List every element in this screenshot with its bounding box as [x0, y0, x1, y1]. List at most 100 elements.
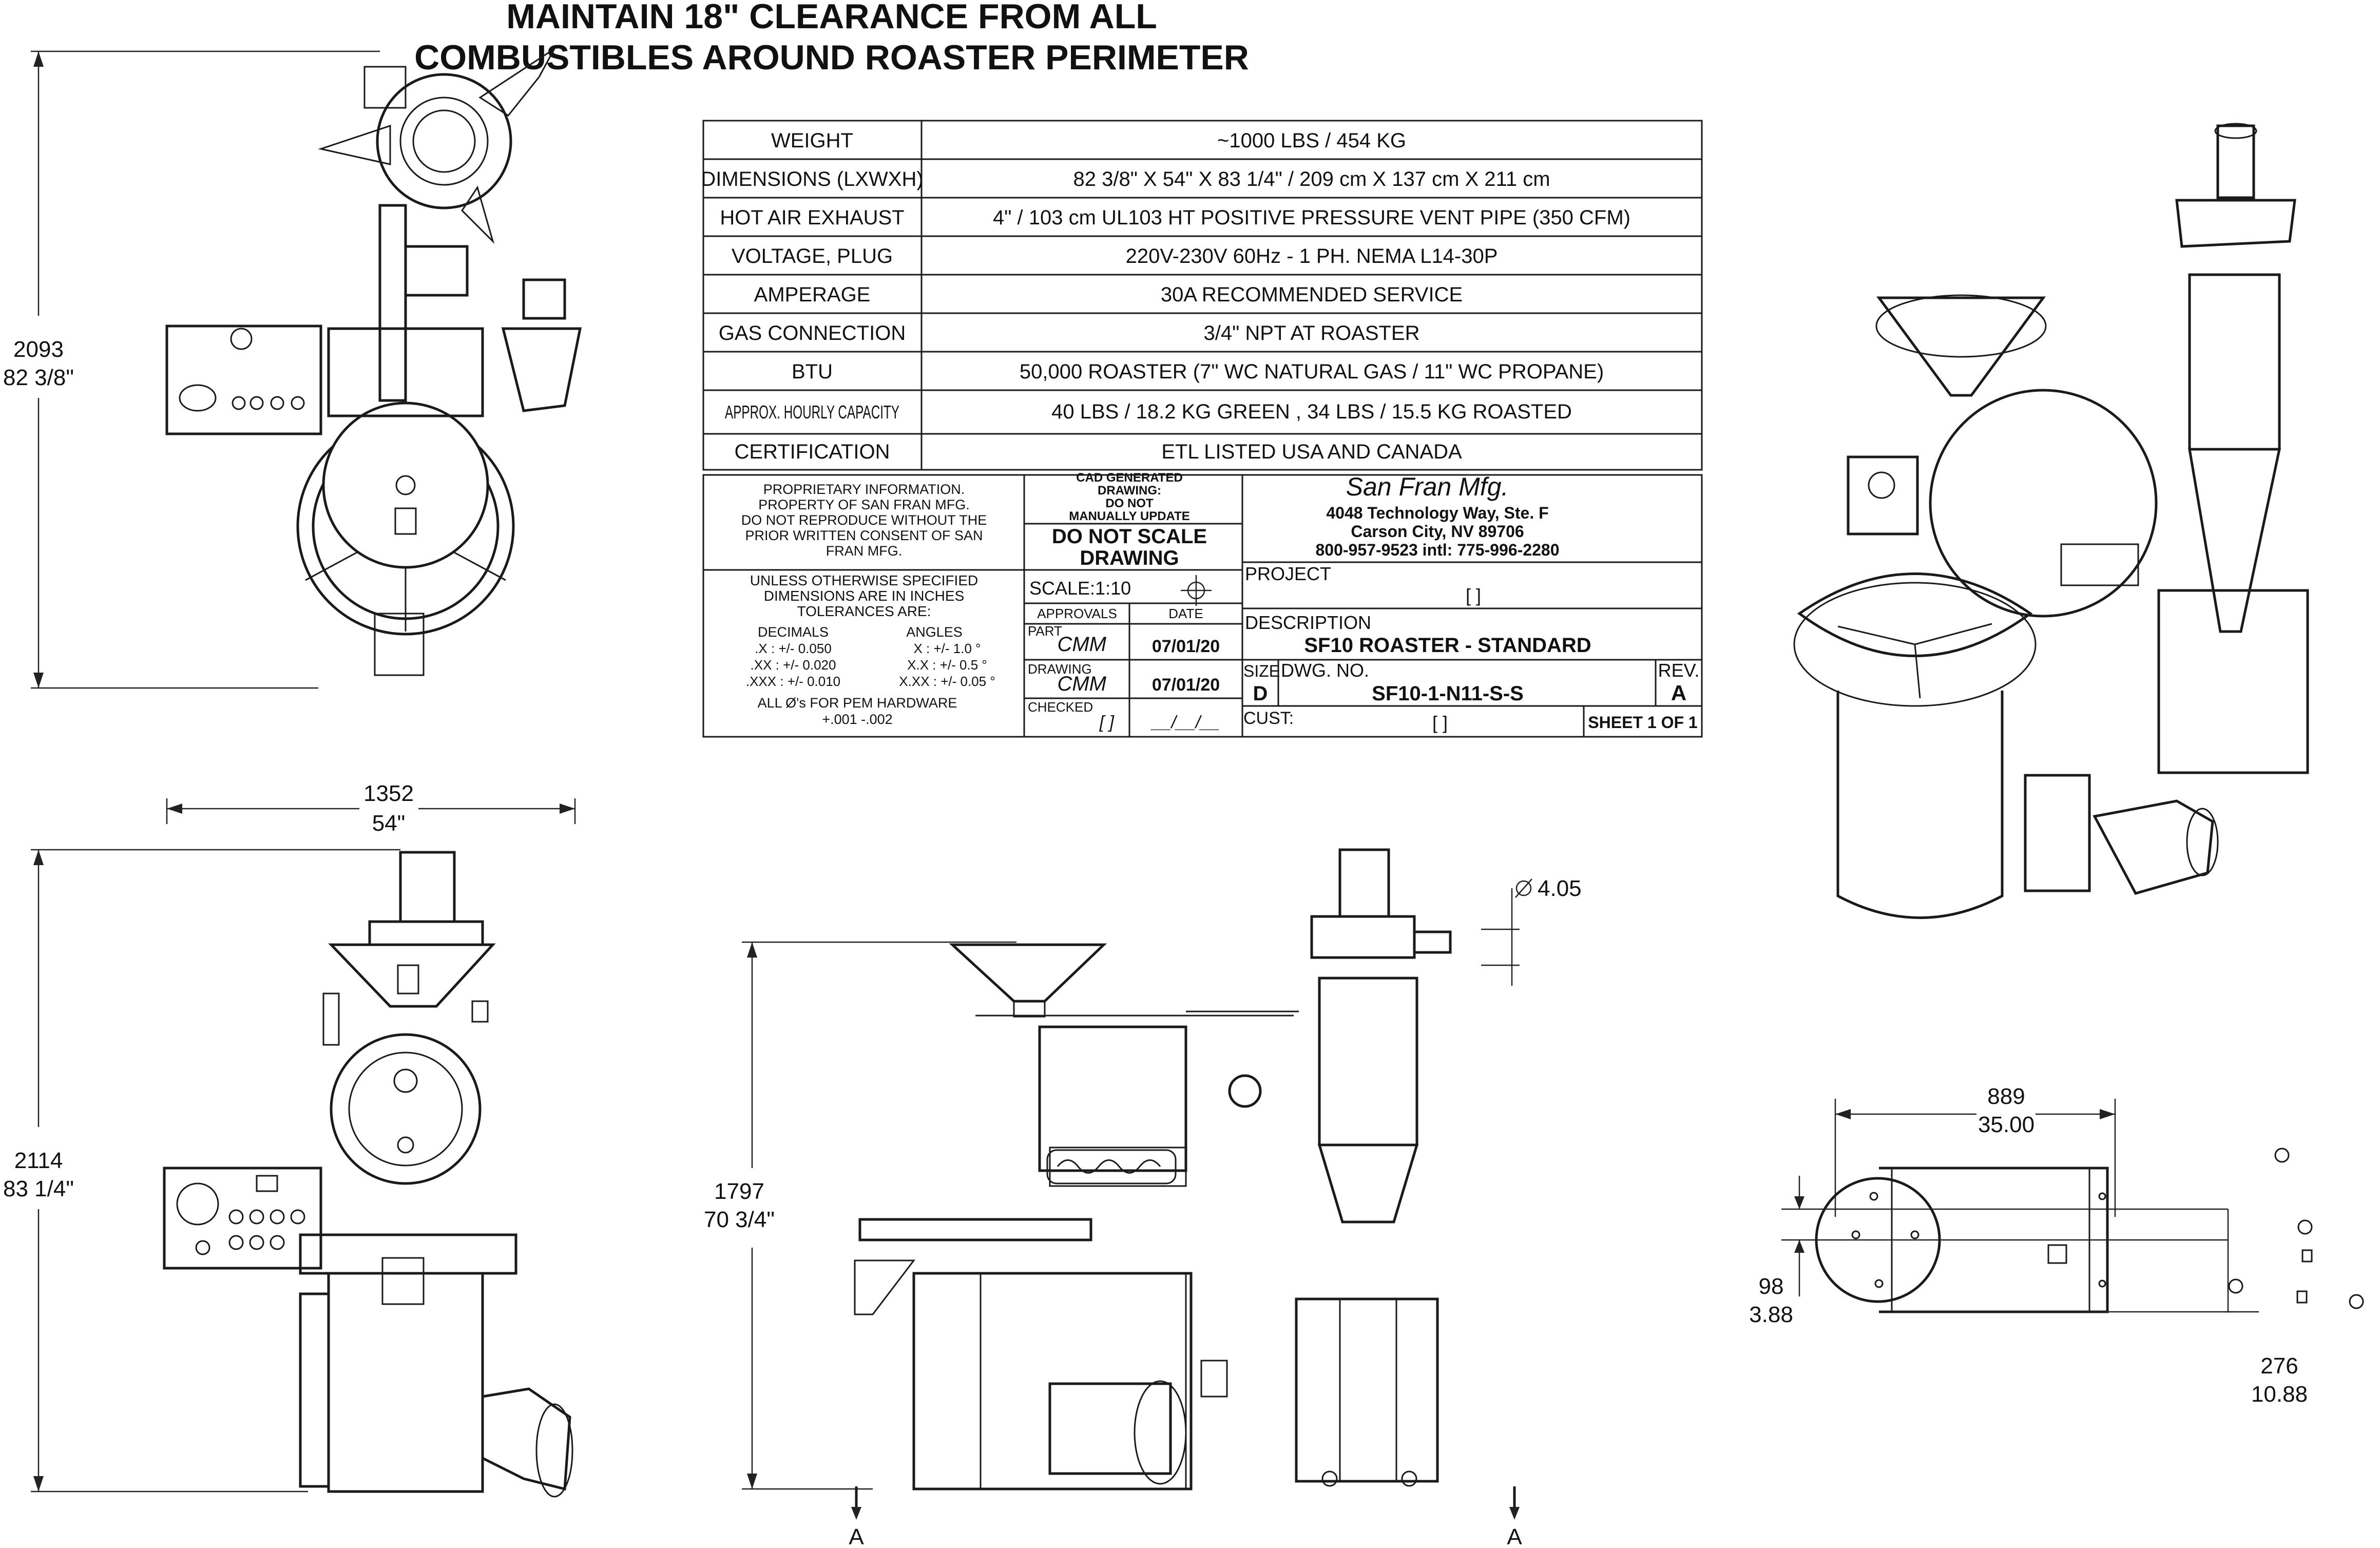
tolerance-note: TOLERANCES ARE: [797, 603, 931, 619]
spec-value: 220V-230V 60Hz - 1 PH. NEMA L14-30P [1126, 245, 1498, 267]
pem-note: +.001 -.002 [822, 712, 892, 727]
tolerance-decimal: .XXX : +/- 0.010 [746, 674, 840, 689]
rev-label: REV. [1658, 660, 1700, 681]
tolerance-decimal: .XX : +/- 0.020 [751, 657, 836, 673]
project-label: PROJECT [1245, 563, 1331, 584]
sheet-label: SHEET 1 OF 1 [1588, 713, 1697, 732]
spec-value: 82 3/8" X 54" X 83 1/4" / 209 cm X 137 c… [1073, 168, 1550, 190]
side-height-mm: 1797 [714, 1179, 764, 1204]
spec-label: DIMENSIONS (LXWXH) [701, 168, 923, 190]
footprint-depth-mm: 276 [2260, 1353, 2298, 1379]
tolerance-angle: X.X : +/- 0.5 ° [907, 657, 987, 673]
spec-label: AMPERAGE [754, 283, 871, 306]
front-width-mm: 1352 [363, 781, 414, 806]
front-height-mm: 2114 [14, 1148, 63, 1173]
section-label-right: A [1507, 1524, 1522, 1548]
spec-value: ETL LISTED USA AND CANADA [1161, 441, 1462, 463]
spec-label: WEIGHT [771, 129, 853, 152]
front-height-in: 83 1/4" [3, 1176, 74, 1201]
approvals-label: APPROVALS [1037, 606, 1117, 621]
description-value: SF10 ROASTER - STANDARD [1304, 634, 1591, 657]
footprint-view: 889 35.00 98 3.88 276 10.88 [1749, 1084, 2364, 1407]
company-phone: 800-957-9523 intl: 775-996-2280 [1316, 541, 1560, 559]
top-view: 2093 82 3/8" [3, 48, 582, 689]
checked-label: CHECKED [1028, 699, 1093, 715]
proprietary-notice: PROPRIETARY INFORMATION. [763, 482, 965, 497]
tolerance-note: DIMENSIONS ARE IN INCHES [764, 588, 965, 604]
spec-value: ~1000 LBS / 454 KG [1217, 129, 1406, 152]
tolerance-angle: X.XX : +/- 0.05 ° [899, 674, 995, 689]
part-date: 07/01/20 [1152, 637, 1220, 656]
section-label-left: A [849, 1524, 864, 1548]
tolerance-decimal: .X : +/- 0.050 [755, 641, 832, 656]
spec-label: GAS CONNECTION [719, 322, 906, 345]
part-initials: CMM [1057, 633, 1106, 656]
front-width-in: 54" [372, 811, 406, 836]
spec-label: BTU [792, 360, 833, 383]
isometric-view [1793, 123, 2309, 919]
pipe-diameter-value: 4.05 [1538, 876, 1582, 901]
cust-value: [ ] [1432, 712, 1448, 733]
spec-value: 3/4" NPT AT ROASTER [1204, 322, 1420, 345]
drawing-initials: CMM [1057, 673, 1106, 695]
footprint-depth-in: 10.88 [2251, 1382, 2308, 1407]
proprietary-notice: PROPERTY OF SAN FRAN MFG. [758, 497, 970, 512]
side-view: 1797 70 3/4" 4.05 [704, 848, 1582, 1548]
checked-initials: [ ] [1099, 713, 1115, 732]
do-not-scale: DO NOT SCALE [1052, 525, 1207, 548]
rev-value: A [1671, 681, 1686, 705]
section-arrow-icon [851, 1486, 861, 1520]
brand-logo-icon [1046, 1149, 1177, 1184]
proprietary-notice: DO NOT REPRODUCE WITHOUT THE [741, 512, 987, 528]
cust-label: CUST: [1243, 709, 1294, 728]
size-label: SIZE [1243, 662, 1280, 680]
section-arrow-icon [1509, 1486, 1520, 1520]
pem-note: ALL Ø's FOR PEM HARDWARE [758, 695, 957, 711]
proprietary-notice: PRIOR WRITTEN CONSENT OF SAN [745, 528, 983, 543]
spec-value: 30A RECOMMENDED SERVICE [1161, 283, 1463, 306]
spec-label: CERTIFICATION [735, 441, 890, 463]
dwg-value: SF10-1-N11-S-S [1372, 682, 1524, 705]
part-label: PART [1028, 623, 1062, 639]
company-name: San Fran Mfg. [1346, 472, 1509, 501]
spec-value: 4" / 103 cm UL103 HT POSITIVE PRESSURE V… [993, 206, 1630, 229]
spec-table: WEIGHT ~1000 LBS / 454 KG DIMENSIONS (LX… [701, 120, 1703, 471]
spec-value: 50,000 ROASTER (7" WC NATURAL GAS / 11" … [1020, 360, 1604, 383]
proprietary-notice: FRAN MFG. [826, 543, 903, 559]
angles-label: ANGLES [906, 624, 963, 640]
description-label: DESCRIPTION [1245, 612, 1371, 633]
decimals-label: DECIMALS [758, 624, 829, 640]
company-address: 4048 Technology Way, Ste. F [1326, 504, 1548, 522]
footprint-length-mm: 889 [1987, 1084, 2025, 1109]
spec-label: VOLTAGE, PLUG [732, 245, 893, 267]
title-block: PROPRIETARY INFORMATION. PROPERTY OF SAN… [702, 471, 1703, 738]
clearance-header-line2: COMBUSTIBLES AROUND ROASTER PERIMETER [414, 38, 1249, 77]
company-address: Carson City, NV 89706 [1351, 522, 1524, 541]
tolerance-angle: X : +/- 1.0 ° [913, 641, 981, 656]
side-height-in: 70 3/4" [704, 1207, 775, 1232]
cad-notice: MANUALLY UPDATE [1069, 509, 1190, 523]
spec-label: APPROX. HOURLY CAPACITY [725, 402, 899, 423]
cad-notice: DRAWING: [1098, 484, 1161, 498]
checked-date: __/__/__ [1150, 713, 1220, 732]
tolerance-note: UNLESS OTHERWISE SPECIFIED [750, 572, 978, 588]
cad-notice: CAD GENERATED [1076, 471, 1183, 485]
project-value: [ ] [1466, 585, 1481, 606]
footprint-offset-in: 3.88 [1749, 1302, 1793, 1327]
size-value: D [1253, 682, 1268, 705]
scale-label: SCALE:1:10 [1029, 578, 1131, 599]
drawing-date: 07/01/20 [1152, 675, 1220, 695]
top-height-in: 82 3/8" [3, 365, 74, 390]
dwg-label: DWG. NO. [1281, 660, 1369, 681]
front-view: 1352 54" 2114 83 1/4" [3, 781, 576, 1498]
footprint-length-in: 35.00 [1978, 1112, 2034, 1137]
date-label: DATE [1168, 606, 1203, 621]
diameter-icon [1515, 878, 1532, 898]
footprint-offset-mm: 98 [1759, 1274, 1784, 1299]
spec-label: HOT AIR EXHAUST [720, 206, 904, 229]
spec-value: 40 LBS / 18.2 KG GREEN , 34 LBS / 15.5 K… [1051, 400, 1572, 423]
clearance-header-line1: MAINTAIN 18" CLEARANCE FROM ALL [506, 0, 1157, 36]
drawing-label: DRAWING [1028, 661, 1092, 677]
do-not-scale: DRAWING [1080, 547, 1179, 569]
